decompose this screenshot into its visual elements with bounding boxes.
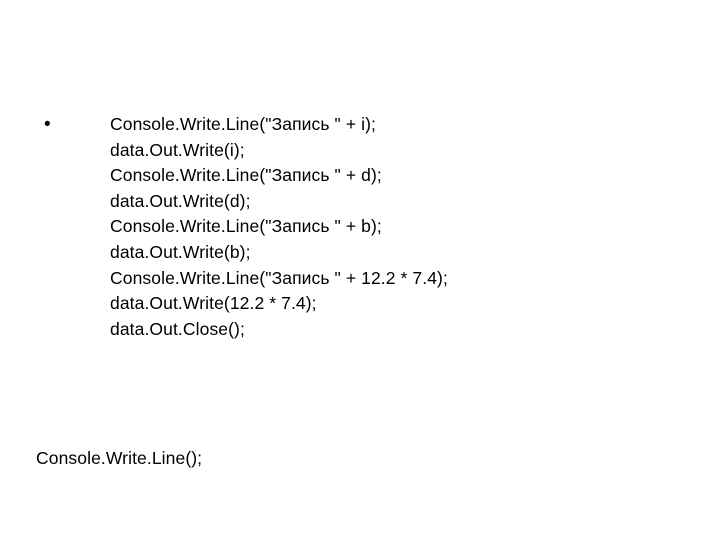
code-line-list: Console.Write.Line("Запись " + i); data.… <box>66 112 682 342</box>
code-line: data.Out.Write(i); <box>110 139 245 160</box>
code-line: data.Out.Write(12.2 * 7.4); <box>110 293 317 314</box>
bulleted-code-block: • Console.Write.Line("Запись " + i); dat… <box>42 112 682 342</box>
code-line: data.Out.Write(b); <box>110 241 251 262</box>
code-line: Console.Write.Line("Запись " + b); <box>110 216 382 237</box>
code-line: Console.Write.Line(); <box>36 448 203 468</box>
trailing-code-block: Console.Write.Line(); <box>36 446 696 472</box>
bullet-row: • Console.Write.Line("Запись " + i); dat… <box>42 112 682 342</box>
code-line: data.Out.Close(); <box>110 318 245 339</box>
bullet-marker-icon: • <box>44 114 51 135</box>
code-line: Console.Write.Line("Запись " + 12.2 * 7.… <box>110 267 448 288</box>
code-line: Console.Write.Line("Запись " + i); <box>110 114 376 134</box>
code-line: data.Out.Write(d); <box>110 190 251 211</box>
code-line: Console.Write.Line("Запись " + d); <box>110 165 382 186</box>
